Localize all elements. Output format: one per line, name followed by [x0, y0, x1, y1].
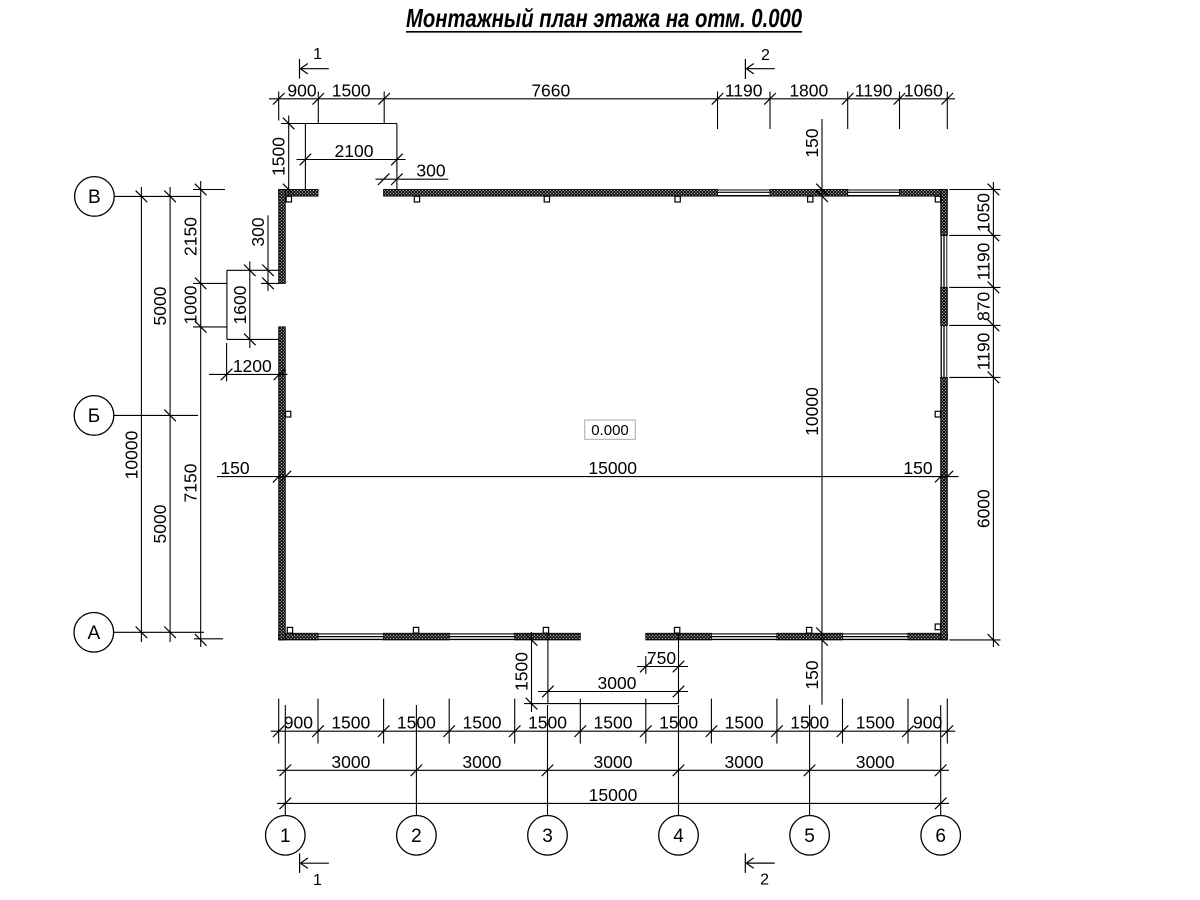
- svg-text:750: 750: [647, 648, 676, 668]
- svg-text:6000: 6000: [973, 489, 993, 528]
- svg-text:300: 300: [248, 217, 268, 246]
- svg-text:1500: 1500: [856, 713, 895, 733]
- svg-text:7660: 7660: [531, 80, 570, 100]
- svg-text:А: А: [87, 623, 100, 644]
- svg-text:1200: 1200: [233, 356, 272, 376]
- svg-text:1500: 1500: [269, 137, 289, 176]
- svg-text:2150: 2150: [181, 217, 201, 256]
- svg-text:7150: 7150: [181, 463, 201, 502]
- svg-text:1190: 1190: [725, 80, 763, 100]
- svg-text:870: 870: [973, 292, 993, 321]
- svg-text:150: 150: [802, 128, 822, 157]
- svg-text:1050: 1050: [973, 193, 993, 232]
- svg-text:4: 4: [673, 826, 684, 847]
- svg-text:900: 900: [287, 80, 316, 100]
- svg-text:15000: 15000: [589, 785, 638, 805]
- svg-text:5: 5: [804, 826, 815, 847]
- svg-text:150: 150: [220, 458, 249, 478]
- svg-text:10000: 10000: [121, 430, 141, 479]
- svg-text:1500: 1500: [463, 713, 502, 733]
- svg-text:3000: 3000: [598, 673, 637, 693]
- svg-text:150: 150: [903, 458, 932, 478]
- svg-text:1190: 1190: [973, 242, 993, 280]
- svg-text:2100: 2100: [335, 141, 374, 161]
- svg-text:1000: 1000: [181, 285, 201, 324]
- svg-text:900: 900: [913, 713, 942, 733]
- svg-text:10000: 10000: [802, 387, 822, 436]
- svg-text:В: В: [88, 187, 101, 208]
- svg-text:1: 1: [313, 46, 322, 63]
- svg-text:5000: 5000: [150, 286, 170, 325]
- svg-text:1500: 1500: [331, 713, 370, 733]
- svg-text:1: 1: [313, 872, 322, 889]
- svg-text:6: 6: [935, 826, 946, 847]
- svg-text:1060: 1060: [904, 80, 943, 100]
- svg-text:3000: 3000: [725, 752, 764, 772]
- svg-text:1500: 1500: [725, 713, 764, 733]
- svg-text:150: 150: [802, 660, 822, 689]
- svg-text:3000: 3000: [462, 752, 501, 772]
- svg-text:2: 2: [761, 47, 770, 64]
- svg-text:1500: 1500: [512, 652, 532, 691]
- svg-text:1800: 1800: [789, 80, 828, 100]
- svg-text:0.000: 0.000: [591, 422, 629, 439]
- svg-text:1600: 1600: [230, 285, 250, 324]
- svg-text:Монтажный план этажа на отм. 0: Монтажный план этажа на отм. 0.000: [406, 3, 802, 33]
- svg-text:5000: 5000: [150, 504, 170, 543]
- svg-text:1500: 1500: [332, 80, 371, 100]
- svg-text:1190: 1190: [973, 332, 993, 370]
- svg-text:Б: Б: [88, 406, 100, 427]
- svg-text:3000: 3000: [331, 752, 370, 772]
- svg-text:900: 900: [284, 713, 313, 733]
- svg-text:1500: 1500: [594, 713, 633, 733]
- svg-text:3000: 3000: [856, 752, 895, 772]
- svg-text:300: 300: [416, 161, 445, 181]
- svg-text:3: 3: [542, 826, 553, 847]
- svg-text:1: 1: [280, 826, 291, 847]
- svg-text:2: 2: [411, 826, 422, 847]
- svg-text:1190: 1190: [855, 80, 893, 100]
- svg-text:15000: 15000: [588, 458, 637, 478]
- svg-text:2: 2: [760, 872, 769, 889]
- svg-text:3000: 3000: [594, 752, 633, 772]
